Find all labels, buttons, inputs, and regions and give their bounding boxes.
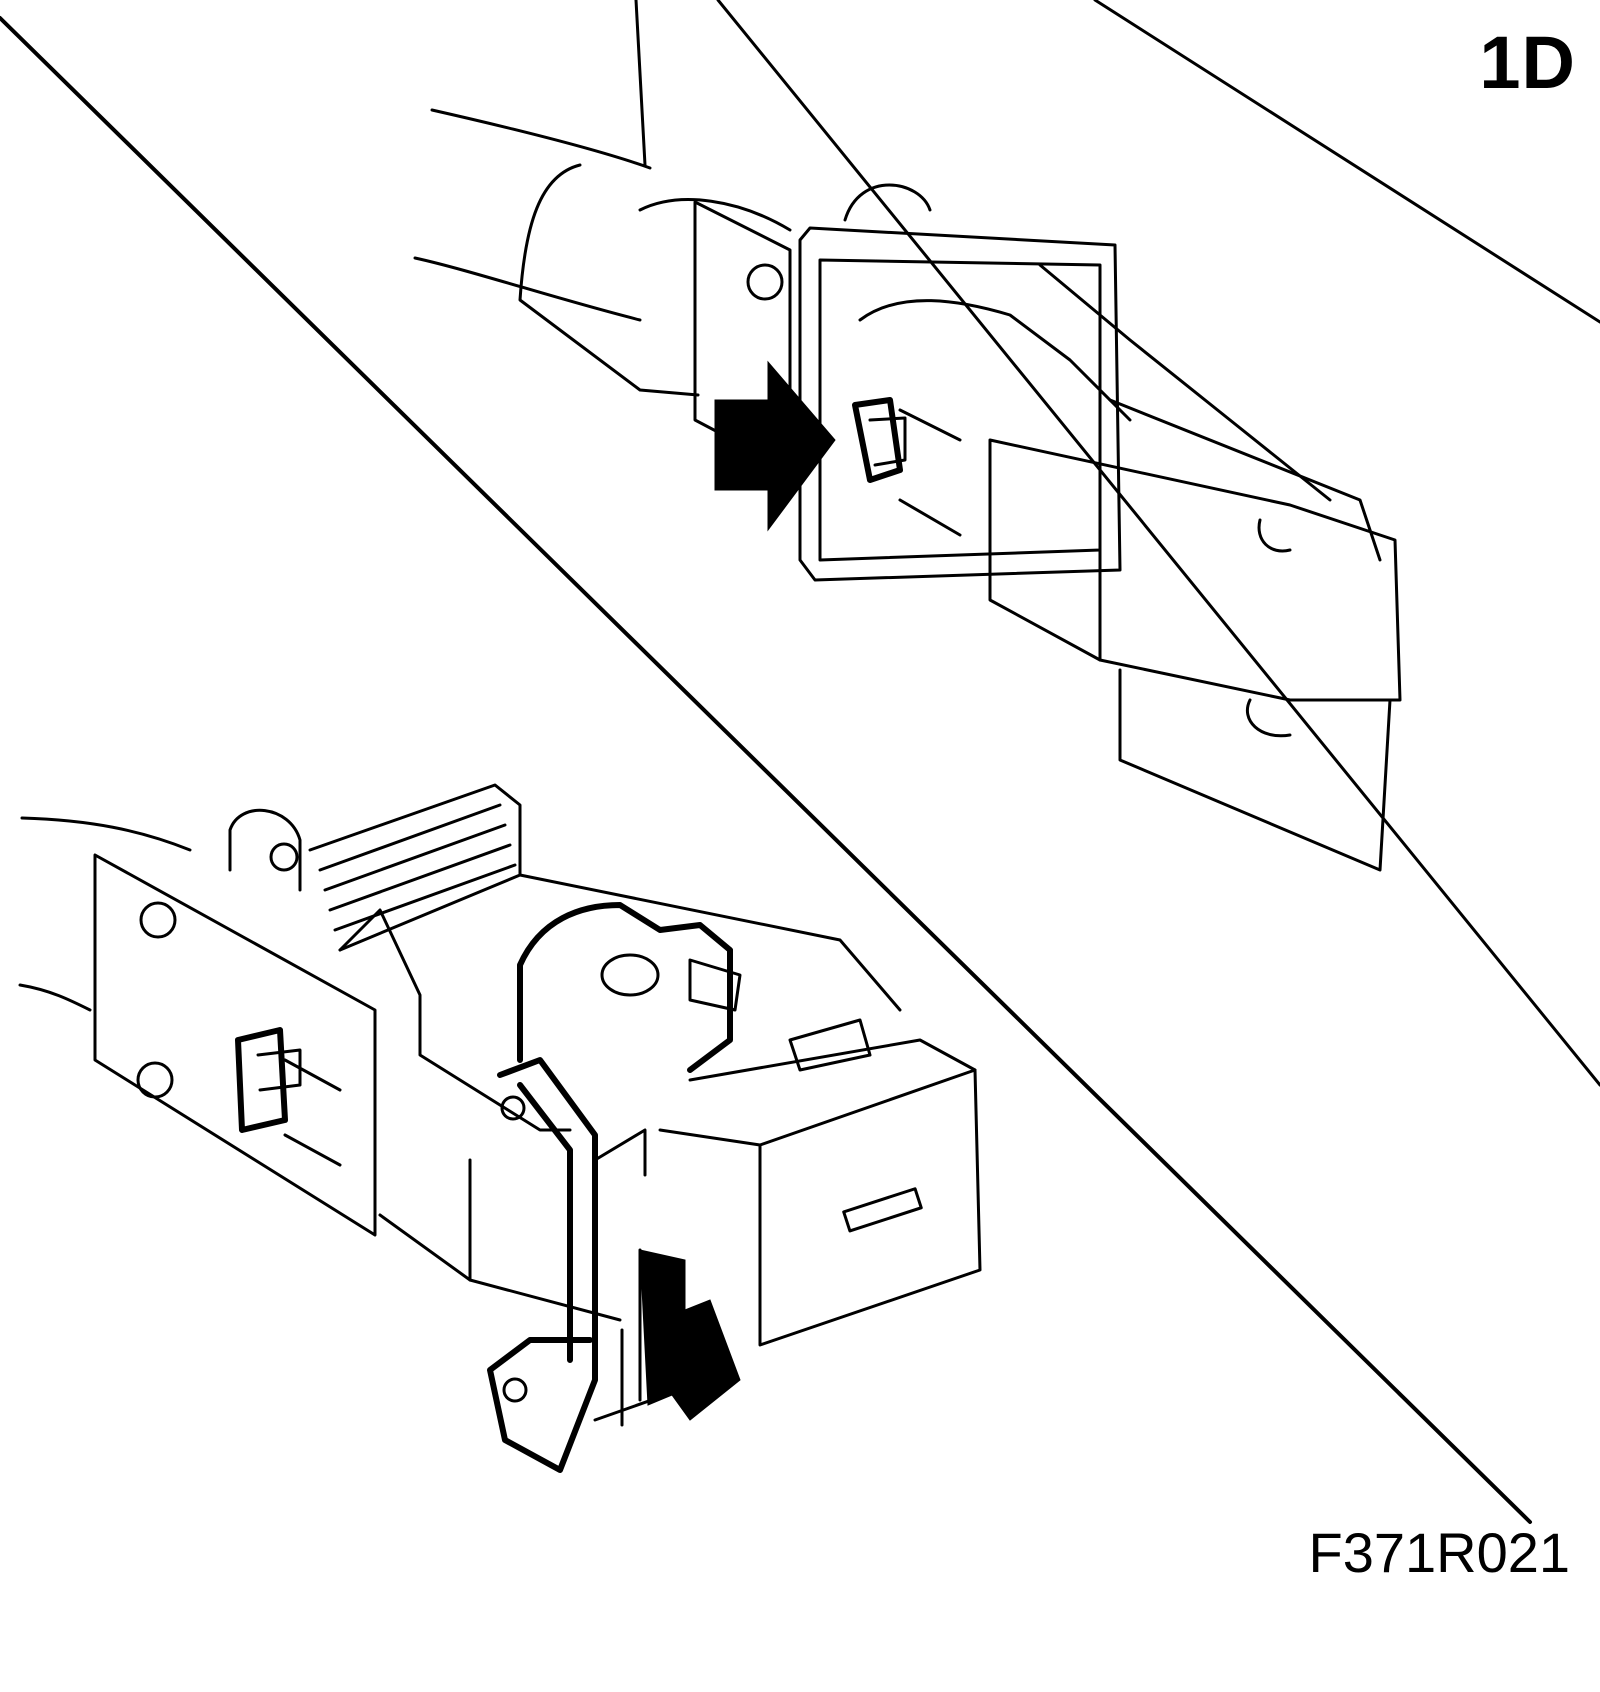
push-arrow-icon	[714, 360, 836, 532]
pull-arrow-icon	[639, 1249, 741, 1421]
ribbed-cable	[308, 783, 522, 952]
panel-lines	[0, 0, 1600, 1524]
upper-connector-assembly	[413, 108, 1402, 872]
step-label: 1D	[1479, 21, 1576, 104]
lower-connector-assembly	[18, 783, 982, 1473]
figure-code: F371R021	[1308, 1521, 1570, 1584]
